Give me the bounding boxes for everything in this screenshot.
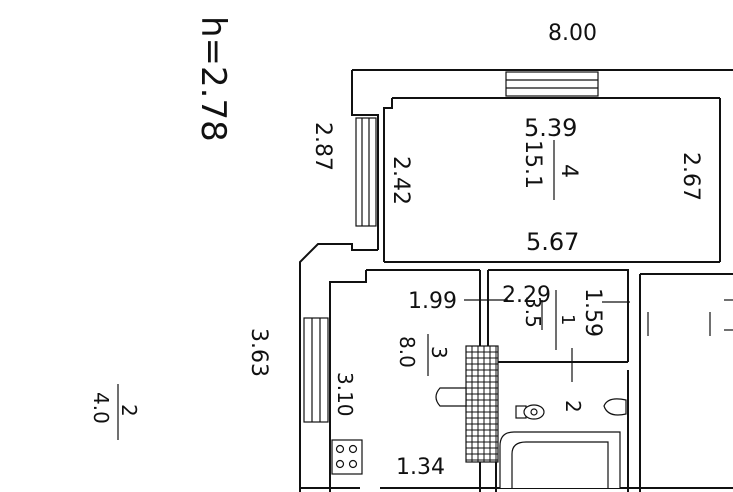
door-marks	[541, 299, 733, 382]
washbasin-icon	[603, 398, 627, 416]
room4-area: 15.1	[520, 140, 545, 189]
bath-height-label: 1.59	[580, 288, 605, 337]
room4-number: 4	[556, 164, 581, 178]
bathtub-icon	[499, 431, 621, 488]
room4-height-label: 2.42	[388, 156, 413, 205]
right-wall-label: 2.67	[678, 152, 703, 201]
kitchen-sink-icon	[435, 387, 467, 407]
kitchen-number: 3	[427, 346, 451, 359]
window-left-kitchen	[303, 317, 329, 423]
room2-number: 2	[117, 404, 141, 417]
room2-area: 4.0	[89, 392, 113, 424]
toilet-icon	[515, 404, 545, 420]
toilet-number: 2	[561, 400, 585, 413]
stove-icon	[331, 439, 363, 475]
bathroom-fraction: 3.5 1	[521, 290, 578, 350]
ventilation-grid	[465, 345, 499, 463]
window-left-room4	[355, 117, 377, 227]
room2-fraction: 4.0 2	[89, 384, 141, 440]
left-wall-lower-label: 3.63	[246, 328, 271, 377]
room4-width-bottom-label: 5.67	[526, 228, 579, 256]
top-width-label: 8.00	[548, 21, 597, 46]
ceiling-height-label: h=2.78	[193, 16, 233, 142]
left-wall-upper-label: 2.87	[310, 122, 335, 171]
kitchen-width-label: 1.99	[408, 289, 457, 314]
kitchen-height-label: 3.10	[333, 372, 357, 417]
room4-fraction: 15.1 4	[520, 140, 581, 200]
room4-width-top-label: 5.39	[524, 114, 577, 142]
bathroom-area: 3.5	[521, 296, 545, 328]
bath-width-label: 2.29	[502, 283, 551, 308]
window-top	[505, 71, 599, 97]
kitchen-area: 8.0	[395, 336, 419, 368]
bathroom-number: 1	[557, 314, 578, 325]
kitchen-fraction: 8.0 3	[395, 334, 451, 376]
kitchen-bottom-label: 1.34	[396, 455, 445, 480]
